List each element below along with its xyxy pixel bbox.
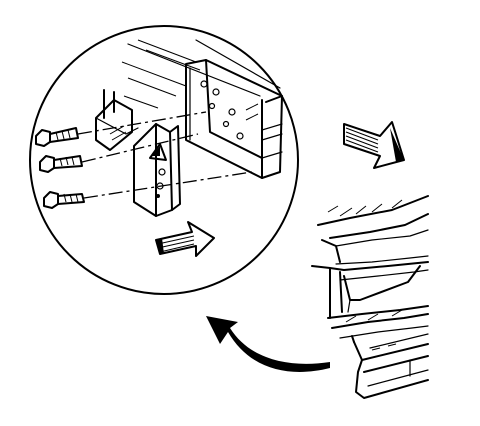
- forward-direction-arrow-right: [343, 121, 405, 169]
- frame-rail-overview: [311, 195, 429, 399]
- detail-contents: [35, 39, 283, 257]
- curved-pointer-arrow: [206, 316, 330, 372]
- bolt-alignment-lines: [77, 111, 253, 199]
- forward-direction-arrow-detail: [155, 221, 215, 257]
- frame-box-section: [185, 59, 283, 179]
- bolt-bottom: [43, 191, 85, 209]
- bolt-middle: [39, 155, 83, 173]
- rear-bracket: [95, 89, 139, 151]
- bolt-top: [35, 127, 79, 147]
